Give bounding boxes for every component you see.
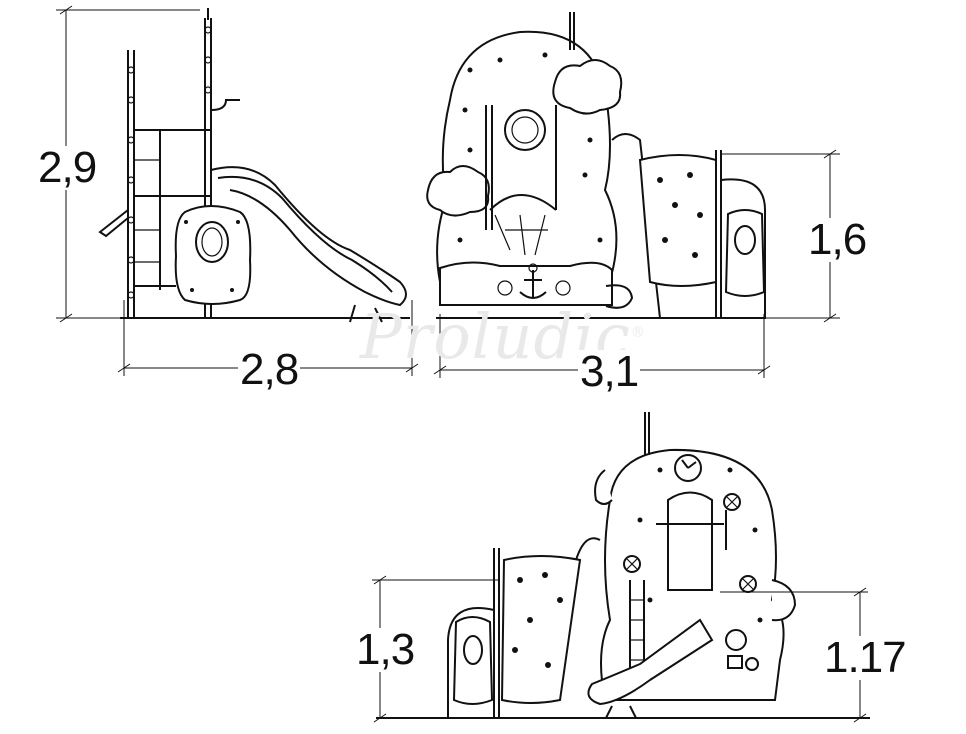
- dimension-label-length-side: 2,8: [238, 345, 301, 394]
- dimension-label-height-panel-back: 1,3: [354, 625, 417, 674]
- side-view: [56, 5, 419, 376]
- front-view: [426, 12, 840, 378]
- dimension-label-height-platform: 1.17: [822, 633, 908, 682]
- back-view: [372, 412, 870, 723]
- dimension-label-height-total: 2,9: [36, 143, 99, 192]
- dimension-label-height-panel-front: 1,6: [806, 215, 869, 264]
- dimension-label-length-front: 3,1: [578, 347, 641, 396]
